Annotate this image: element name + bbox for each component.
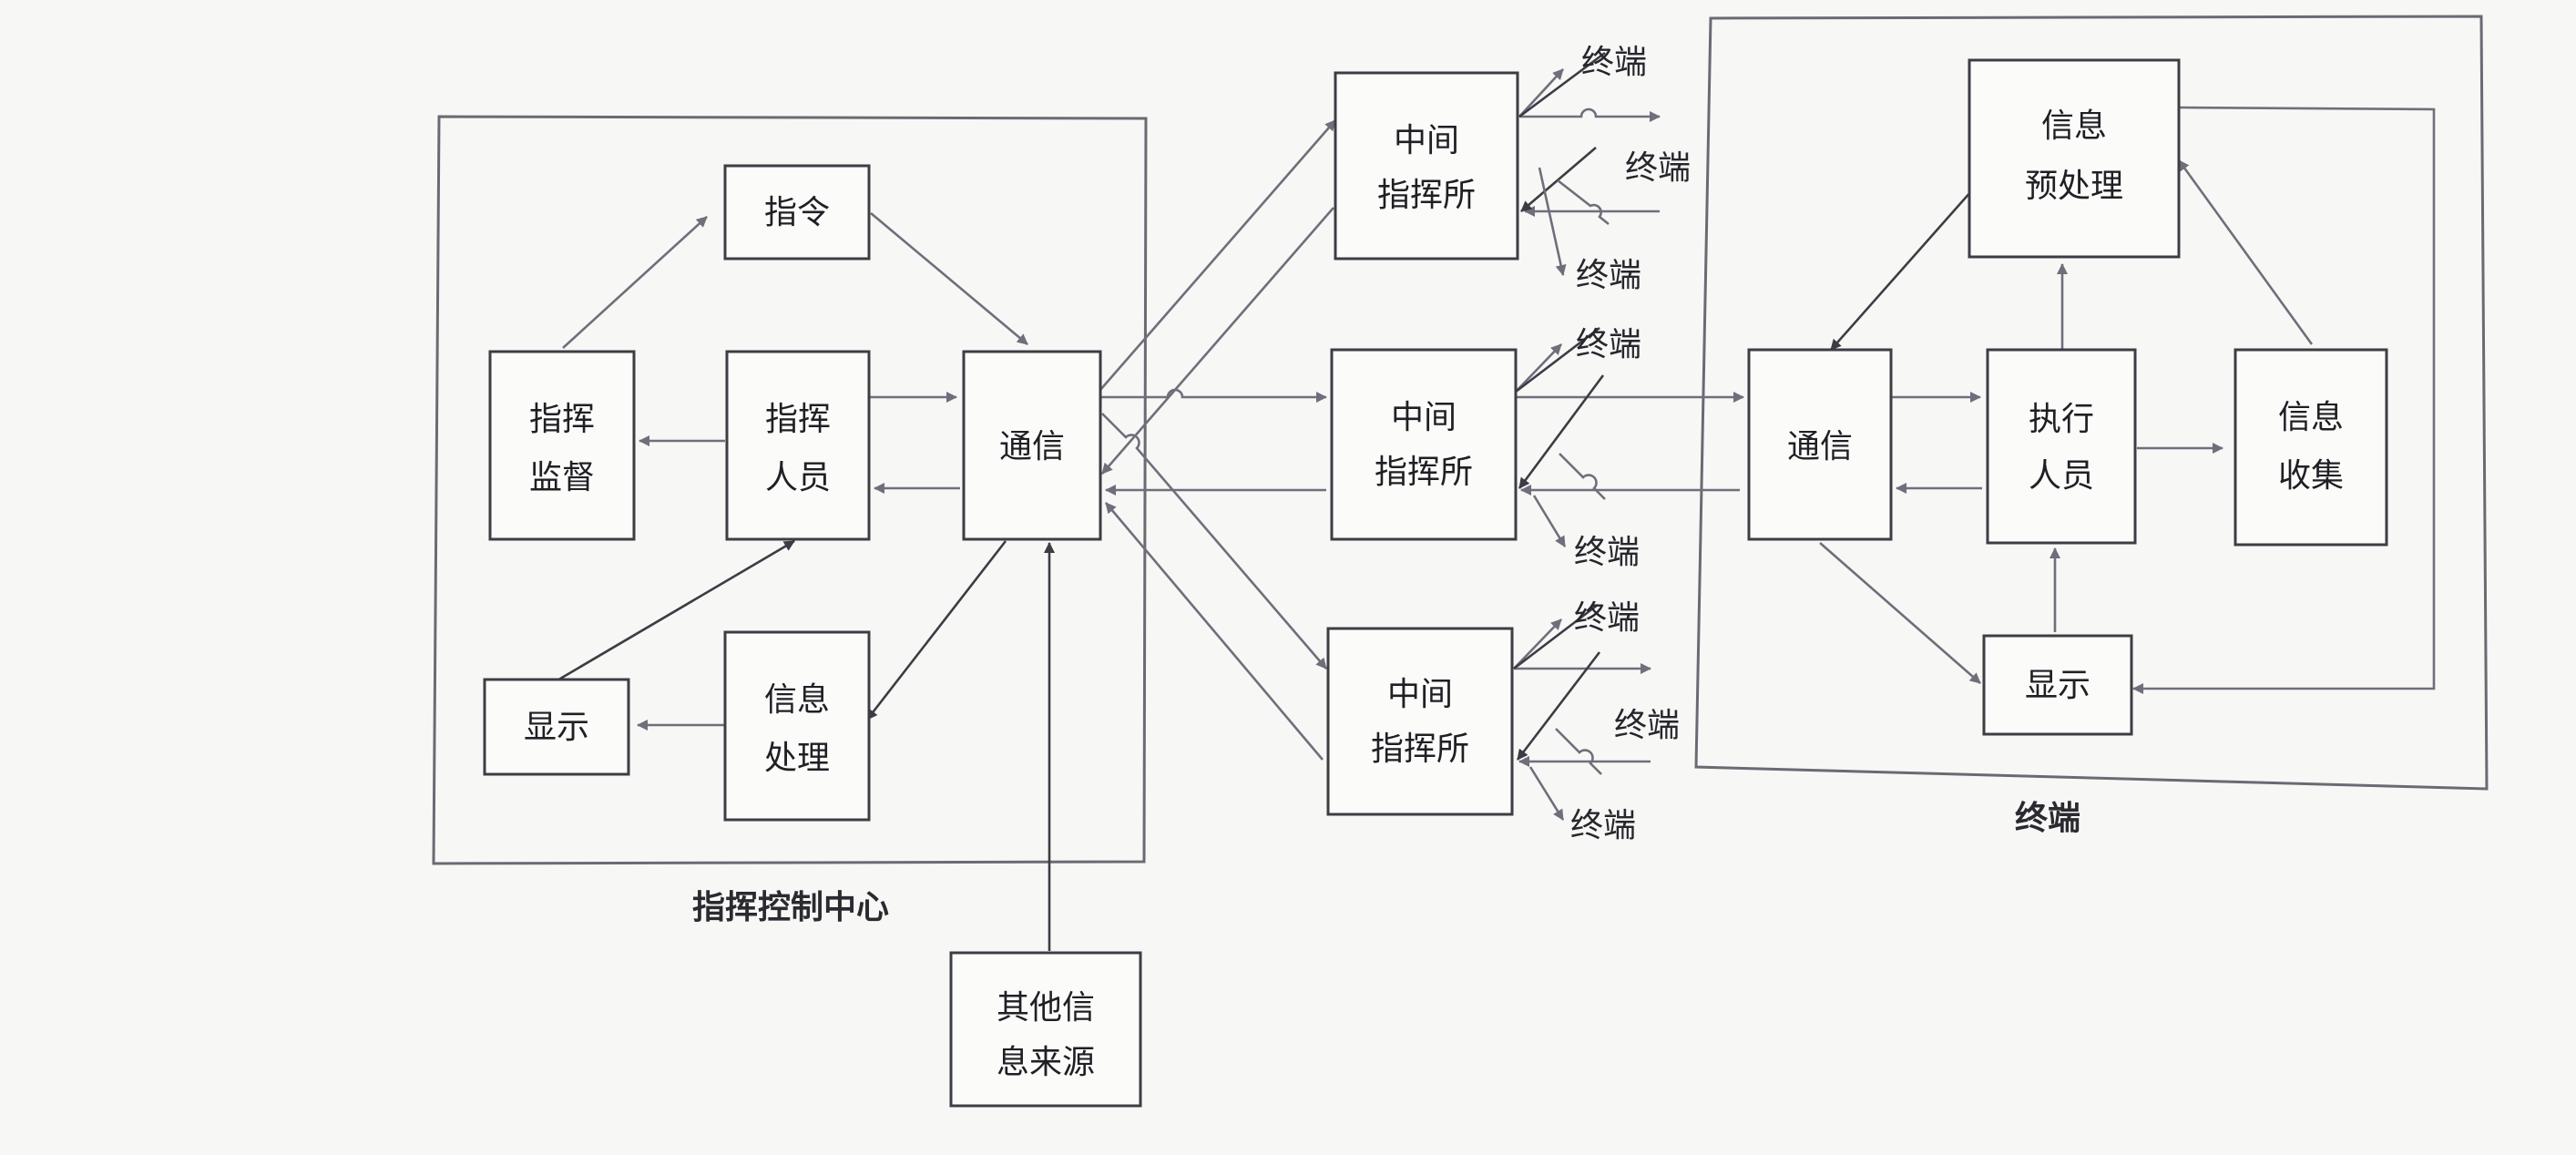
info-processing-label-2: 处理 — [764, 740, 830, 777]
terminal-label-1c: 终端 — [1576, 257, 1641, 294]
terminal-caption: 终端 — [2015, 800, 2080, 837]
intermediate-post-1: 中间 指挥所 — [1334, 71, 1519, 261]
edge-communication-to-info-processing — [865, 540, 1007, 721]
terminal-label-1a: 终端 — [1581, 44, 1647, 81]
info-collection-node: 信息 收集 — [2234, 348, 2388, 547]
pre-processing-label-1: 信息 — [2041, 107, 2107, 145]
info-collection-label-2: 收集 — [2278, 457, 2344, 495]
terminal-display-label: 显示 — [2025, 667, 2090, 704]
info-collection-label-1: 信息 — [2278, 399, 2344, 436]
info-processing-label-1: 信息 — [764, 681, 830, 719]
edge-intermediate-3-to-communication — [1105, 502, 1324, 761]
info-processing-node: 信息 处理 — [723, 630, 871, 822]
executor-label-2: 人员 — [2029, 457, 2094, 495]
intermediate-post-2: 中间 指挥所 — [1330, 348, 1518, 541]
display-node: 显示 — [483, 678, 630, 776]
terminal-communication-node: 通信 — [1747, 348, 1893, 541]
executor-node: 执行 人员 — [1986, 348, 2137, 545]
edge-collection-to-preprocessing — [2177, 159, 2314, 345]
commander-label-1: 指挥 — [765, 401, 831, 438]
intermediate-1-label-1: 中间 — [1394, 122, 1459, 159]
communication-node: 通信 — [962, 350, 1102, 541]
commander-node: 指挥 人员 — [725, 350, 871, 541]
terminal-label-3c: 终端 — [1570, 807, 1636, 844]
edge-display-to-commander — [555, 539, 795, 683]
edge-intermediate-3-fanout — [1513, 603, 1651, 821]
other-sources-label-1: 其他信 — [997, 989, 1095, 1027]
terminal-display-node: 显示 — [1982, 634, 2133, 736]
display-label: 显示 — [524, 709, 589, 746]
supervision-label-1: 指挥 — [529, 401, 595, 438]
edge-tcomm-to-display — [1819, 542, 1981, 684]
pre-processing-node: 信息 预处理 — [1968, 58, 2181, 259]
edge-intermediate-1-to-communication — [1101, 207, 1334, 475]
edge-supervision-to-command — [562, 216, 708, 349]
terminal-label-3b: 终端 — [1614, 707, 1680, 744]
terminal-label-2a: 终端 — [1576, 326, 1641, 363]
other-sources-label-2: 息来源 — [997, 1044, 1095, 1081]
intermediate-2-label-1: 中间 — [1391, 399, 1457, 436]
supervision-node: 指挥 监督 — [488, 350, 636, 541]
edge-communication-to-intermediate-1 — [1099, 119, 1336, 391]
intermediate-1-label-2: 指挥所 — [1377, 177, 1476, 214]
edge-preprocessing-to-display-loop — [2132, 106, 2436, 694]
command-node: 指令 — [723, 164, 871, 261]
edge-command-to-communication — [870, 212, 1028, 345]
edge-intermediate-1-fanout — [1518, 51, 1661, 276]
terminal-frame — [1694, 15, 2489, 791]
edge-preprocessing-to-tcomm — [1830, 174, 1987, 351]
other-sources-node: 其他信 息来源 — [949, 951, 1142, 1108]
terminal-label-2b: 终端 — [1574, 534, 1640, 571]
intermediate-2-label-2: 指挥所 — [1375, 454, 1473, 491]
supervision-label-2: 监督 — [529, 459, 595, 496]
executor-label-1: 执行 — [2029, 401, 2094, 438]
intermediate-3-label-1: 中间 — [1387, 676, 1453, 713]
edge-communication-to-intermediate-3 — [1101, 413, 1327, 669]
intermediate-3-label-2: 指挥所 — [1371, 731, 1469, 768]
command-center-frame — [432, 115, 1148, 865]
edge-communication-to-intermediate-2 — [1100, 388, 1327, 403]
command-center-caption: 指挥控制中心 — [692, 889, 889, 926]
pre-processing-label-2: 预处理 — [2025, 168, 2123, 205]
intermediate-post-3: 中间 指挥所 — [1326, 627, 1514, 816]
commander-label-2: 人员 — [765, 459, 831, 496]
edge-intermediate-2-fanout — [1515, 326, 1606, 547]
terminal-label-1b: 终端 — [1625, 149, 1691, 187]
terminal-label-3a: 终端 — [1574, 599, 1640, 637]
command-label: 指令 — [764, 194, 830, 231]
communication-label: 通信 — [999, 428, 1065, 465]
terminal-communication-label: 通信 — [1787, 428, 1853, 465]
